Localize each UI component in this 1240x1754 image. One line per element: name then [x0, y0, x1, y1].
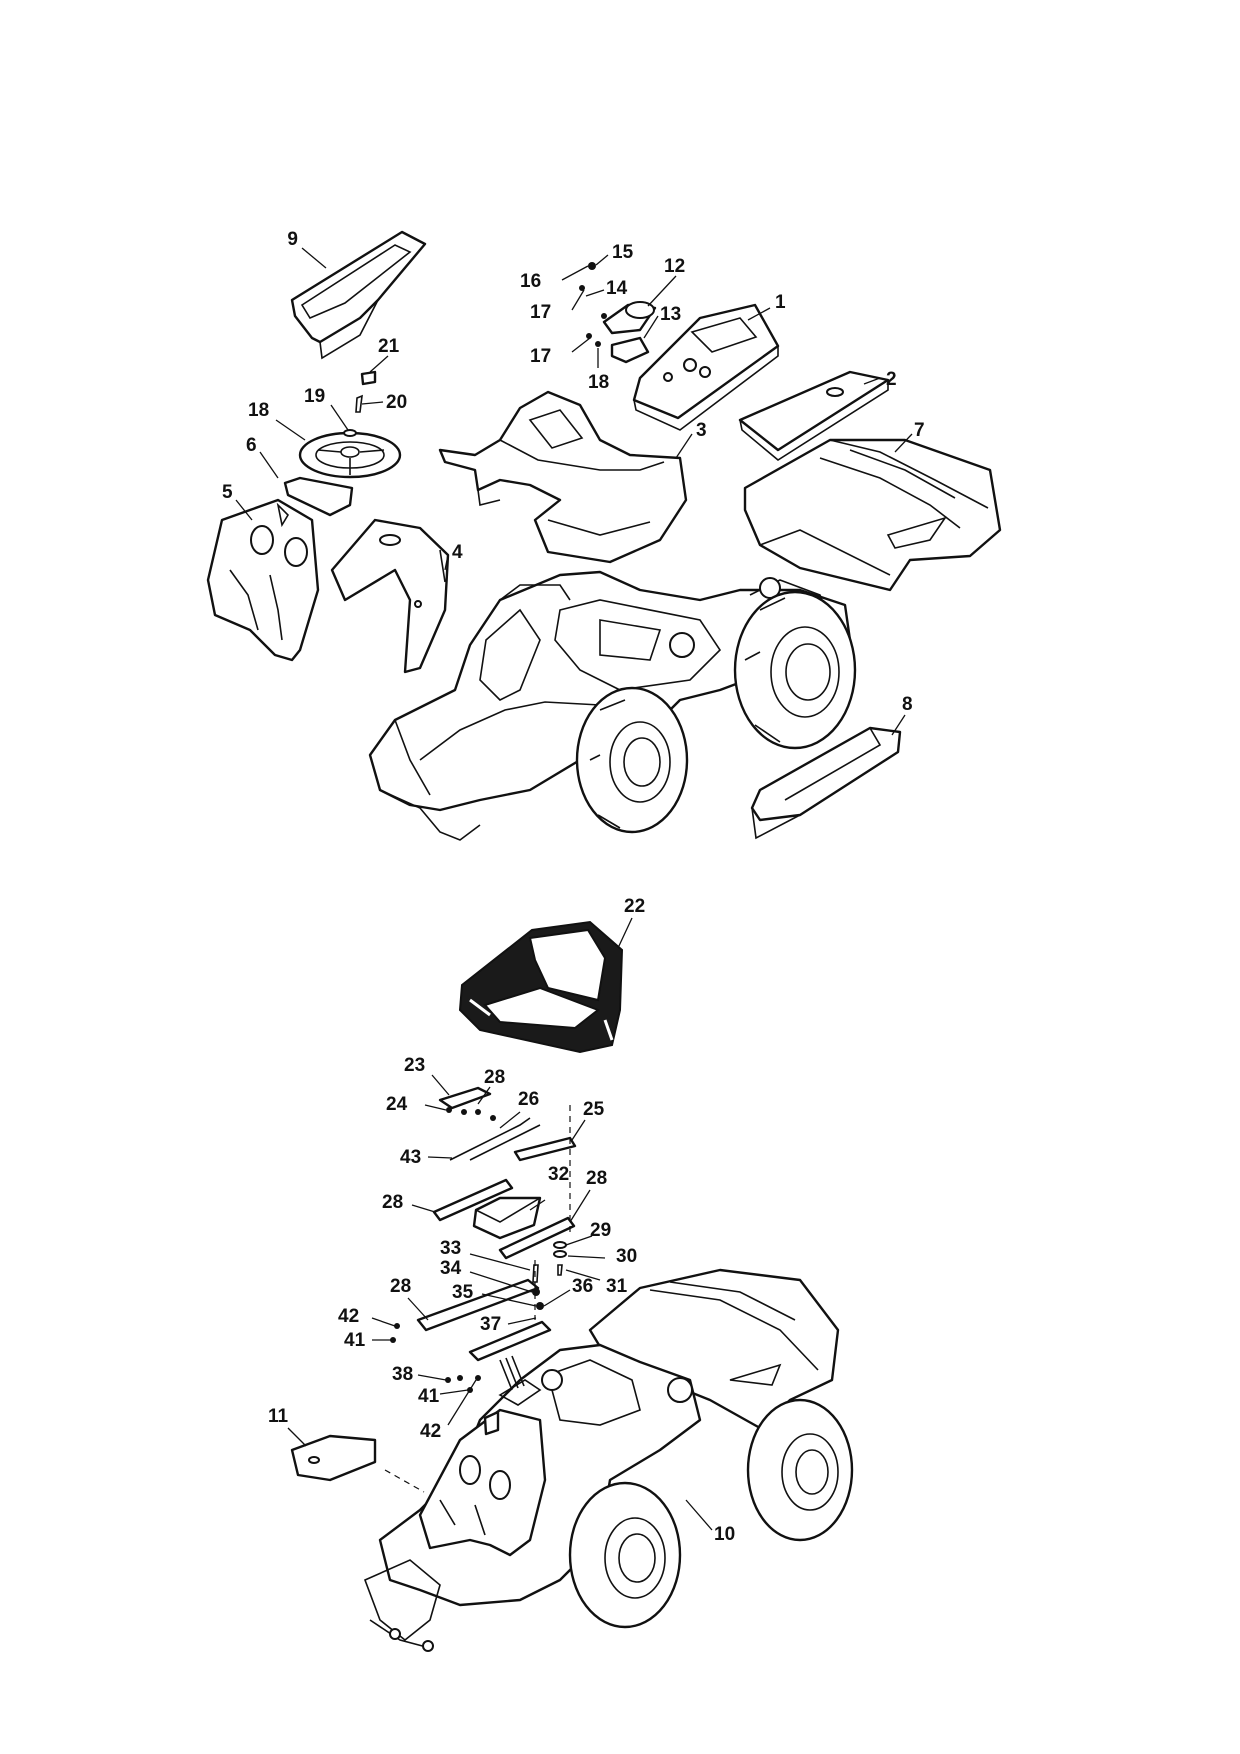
callout-3: 3: [696, 420, 707, 441]
assembly-guide-lines: [384, 1105, 571, 1493]
part-5-front-panel: [206, 498, 320, 662]
callout-27: 26: [518, 1089, 539, 1110]
callout-8: 8: [902, 694, 913, 715]
part-12-13-control-bracket: [579, 262, 657, 364]
callout-17: 17: [530, 302, 551, 323]
callout-labels: 9 1 2 3 7 4 5 6 18 19 20 21 15 16 14 12 …: [222, 229, 925, 1545]
callout-10: 10: [714, 1524, 735, 1545]
callout-35: 33: [440, 1238, 461, 1259]
callout-19: 18: [248, 400, 269, 421]
wheel-front-lower: [568, 1481, 682, 1629]
wheel-rear-upper: [733, 590, 857, 750]
callout-39: 37: [480, 1314, 501, 1335]
callout-28: 28: [382, 1192, 403, 1213]
callout-16: 16: [520, 271, 541, 292]
callout-20: 19: [304, 386, 325, 407]
callout-41: 41: [418, 1386, 440, 1407]
callout-40: 38: [392, 1364, 413, 1385]
part-3-fender-body: [438, 390, 688, 564]
callout-24: 23: [404, 1055, 425, 1076]
seat-hardware: [532, 1241, 567, 1310]
part-7-rear-hood: [743, 438, 1002, 592]
part-23-seat: [458, 920, 624, 1054]
callout-22: 21: [378, 336, 400, 357]
part-1-console: [632, 303, 780, 431]
callout-36: 34: [440, 1258, 462, 1279]
callout-15: 15: [612, 242, 634, 263]
seat-rails-and-tray: [432, 1178, 576, 1260]
callout-30: 28: [390, 1276, 411, 1297]
part-20-22-small-parts: [343, 370, 377, 437]
part-6-column-cover: [283, 476, 354, 517]
callout-37: 35: [452, 1282, 474, 1303]
callout-leaders: [235, 247, 913, 1531]
callout-17: 17: [530, 346, 551, 367]
callout-42: 42: [338, 1306, 359, 1327]
callout-1: 1: [775, 292, 786, 313]
part-9-shroud: [290, 230, 427, 360]
callout-6: 6: [246, 435, 257, 456]
seat-slide-rails: [390, 1278, 552, 1393]
callout-28: 28: [586, 1168, 607, 1189]
callout-2: 2: [886, 369, 897, 390]
part-11-cover: [290, 1434, 377, 1482]
callout-42: 42: [420, 1421, 441, 1442]
wheel-front-upper: [575, 686, 689, 834]
seat-brackets-upper: [438, 1086, 577, 1162]
callout-9: 9: [287, 229, 298, 250]
chassis-upper: [368, 570, 852, 841]
callout-13: 13: [660, 304, 681, 325]
callout-32: 30: [616, 1246, 637, 1267]
callout-38: 36: [572, 1276, 593, 1297]
callout-11: 11: [268, 1406, 289, 1427]
callout-21: 20: [386, 392, 407, 413]
callout-12: 12: [664, 256, 685, 277]
part-19-steering-wheel: [298, 431, 402, 479]
callout-7: 7: [914, 420, 925, 441]
callout-29: 28: [484, 1067, 505, 1088]
wheel-rear-lower: [746, 1398, 854, 1542]
callout-41: 41: [344, 1330, 366, 1351]
part-2-plate: [738, 370, 890, 461]
callout-23: 22: [624, 896, 645, 917]
callout-14: 14: [606, 278, 628, 299]
callout-25: 25: [583, 1099, 605, 1120]
part-8-side-rail: [750, 726, 902, 840]
callout-31: 29: [590, 1220, 611, 1241]
callout-34: 32: [548, 1164, 569, 1185]
callout-26: 24: [386, 1094, 408, 1115]
callout-33: 31: [606, 1276, 628, 1297]
callout-43: 43: [400, 1147, 421, 1168]
callout-5: 5: [222, 482, 233, 503]
part-4-side-panel: [330, 518, 450, 674]
callout-4: 4: [452, 542, 463, 563]
part-10-assembled-mower: [363, 1268, 840, 1652]
callout-18: 18: [588, 372, 609, 393]
